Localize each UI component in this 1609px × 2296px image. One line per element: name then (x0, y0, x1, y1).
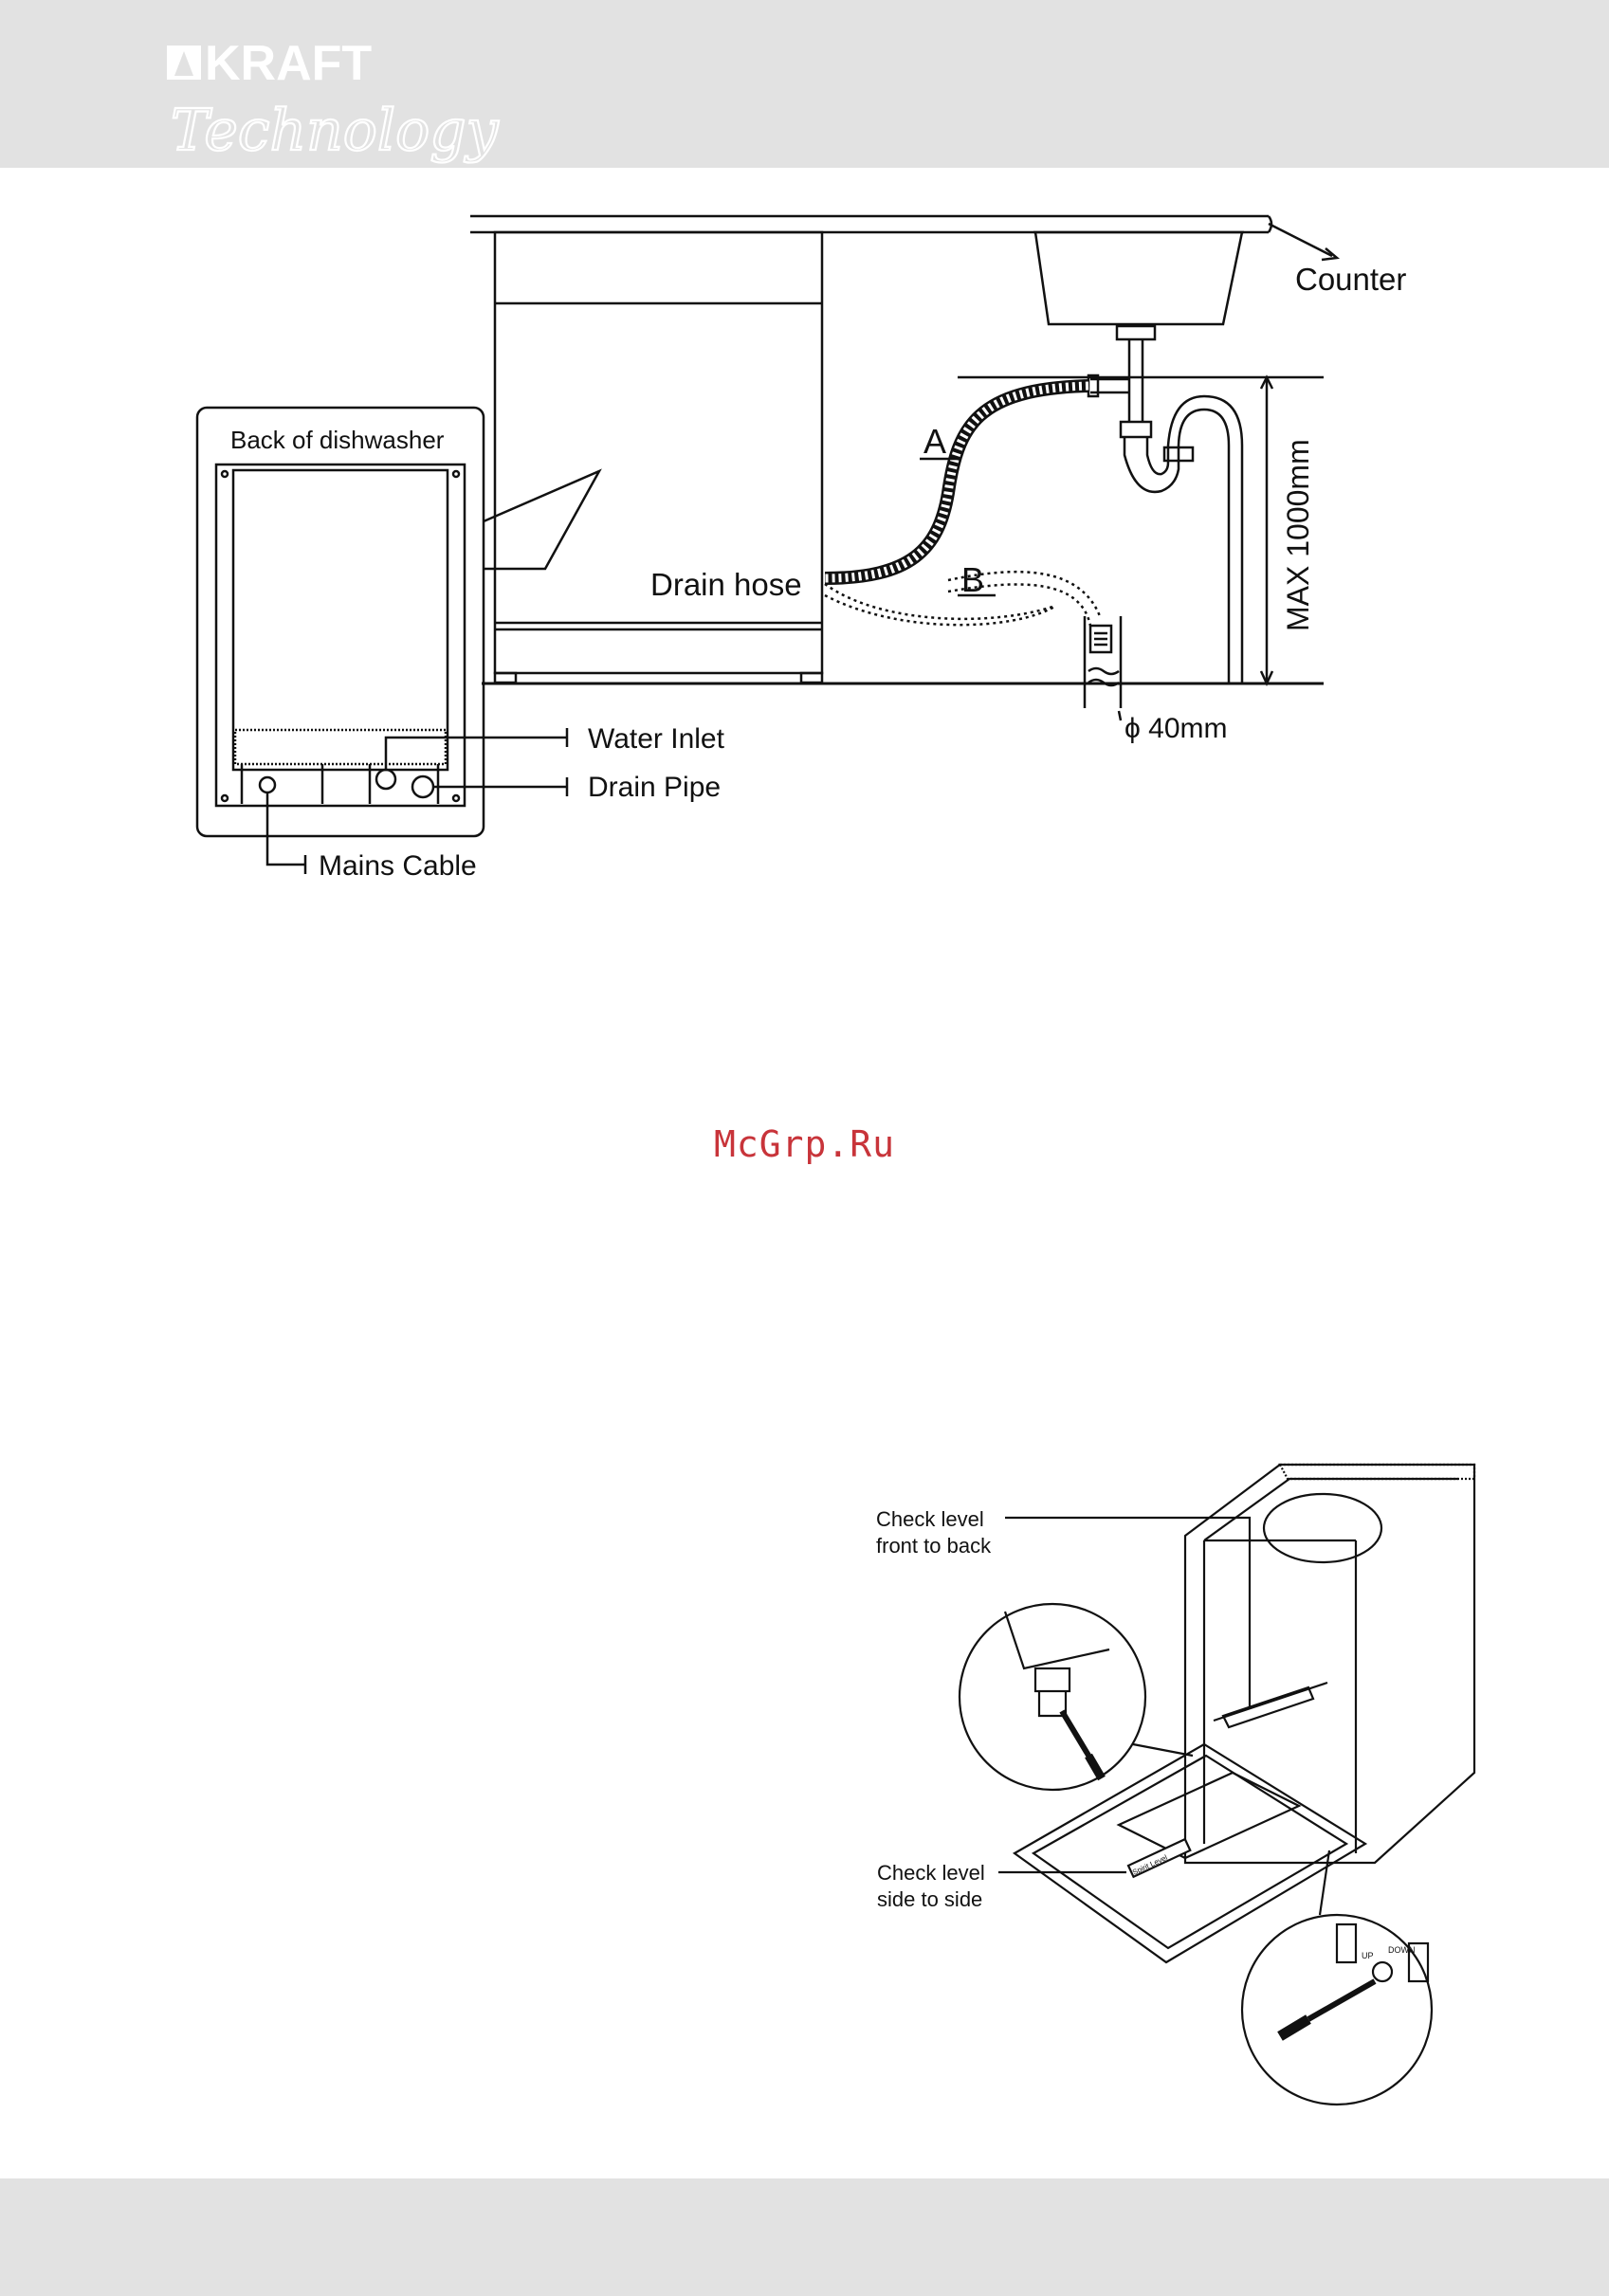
drain-diagram-svg: Counter A B Drain hose MAX 1000mm ϕ 40mm… (0, 171, 1609, 910)
water-inlet-label: Water Inlet (588, 723, 725, 755)
check-level-front-line1: Check level (876, 1507, 984, 1531)
dishwasher-cabinet (1185, 1465, 1474, 1863)
check-level-side-line1: Check level (877, 1861, 985, 1885)
drain-hose-b (825, 584, 1052, 619)
counter-label: Counter (1295, 262, 1406, 297)
sink-basin (1035, 232, 1242, 324)
check-level-side-line2: side to side (877, 1887, 982, 1911)
hose-a-label: A (923, 422, 946, 461)
logo-subtitle-text: Technology (171, 98, 500, 164)
dishwasher-body (495, 232, 822, 673)
drain-hose-label: Drain hose (650, 567, 802, 602)
drain-hose-a (825, 386, 1088, 578)
footer-band (0, 2178, 1609, 2296)
water-inlet-socket (376, 770, 395, 789)
logo-brand-text: KRAFT (205, 36, 372, 91)
watermark-text: McGrp.Ru (0, 1123, 1609, 1165)
drain-pipe-label: Drain Pipe (588, 772, 721, 803)
pipe-diameter-label: ϕ 40mm (1124, 713, 1228, 744)
open-door (1015, 1744, 1365, 1962)
check-level-front-line2: front to back (876, 1534, 992, 1558)
down-label: DOWN (1388, 1945, 1416, 1955)
up-label: UP (1362, 1951, 1374, 1960)
leveling-diagram: Check level front to back Check level si… (0, 1422, 1609, 2142)
mains-cable-socket (260, 777, 275, 793)
kraft-technology-logo: KRAFT Technology (163, 38, 561, 171)
drain-installation-diagram: Counter A B Drain hose MAX 1000mm ϕ 40mm… (0, 171, 1609, 910)
spray-arm-area (1264, 1494, 1381, 1562)
drain-pipe-socket (412, 776, 433, 797)
magnifier-foot (960, 1604, 1145, 1790)
back-panel-frame (197, 408, 484, 836)
back-panel-grille (235, 730, 446, 764)
hose-b-label: B (961, 560, 984, 599)
mains-cable-label: Mains Cable (319, 850, 477, 882)
leveling-diagram-svg: Check level front to back Check level si… (0, 1422, 1609, 2142)
back-panel-title: Back of dishwasher (230, 426, 445, 454)
max-height-label: MAX 1000mm (1281, 439, 1315, 631)
